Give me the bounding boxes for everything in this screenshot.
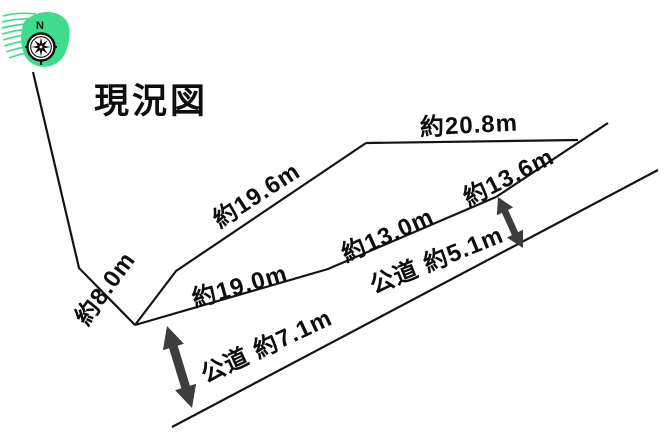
compass-rose-icon (25, 32, 57, 65)
page-title: 現況図 (94, 82, 209, 121)
road-width-arrow-right (496, 197, 524, 248)
boundary-line-upper-left (134, 142, 367, 326)
road-edge-line (171, 169, 659, 428)
compass-north-label: N (36, 20, 44, 32)
boundary-line-lower (134, 195, 497, 327)
boundary-line-top (365, 138, 579, 145)
dimension-label-top: 約20.8m (419, 109, 519, 142)
boundary-line-west (31, 71, 136, 326)
boundary-line-right (495, 122, 609, 198)
road-width-arrow-left (162, 326, 197, 408)
